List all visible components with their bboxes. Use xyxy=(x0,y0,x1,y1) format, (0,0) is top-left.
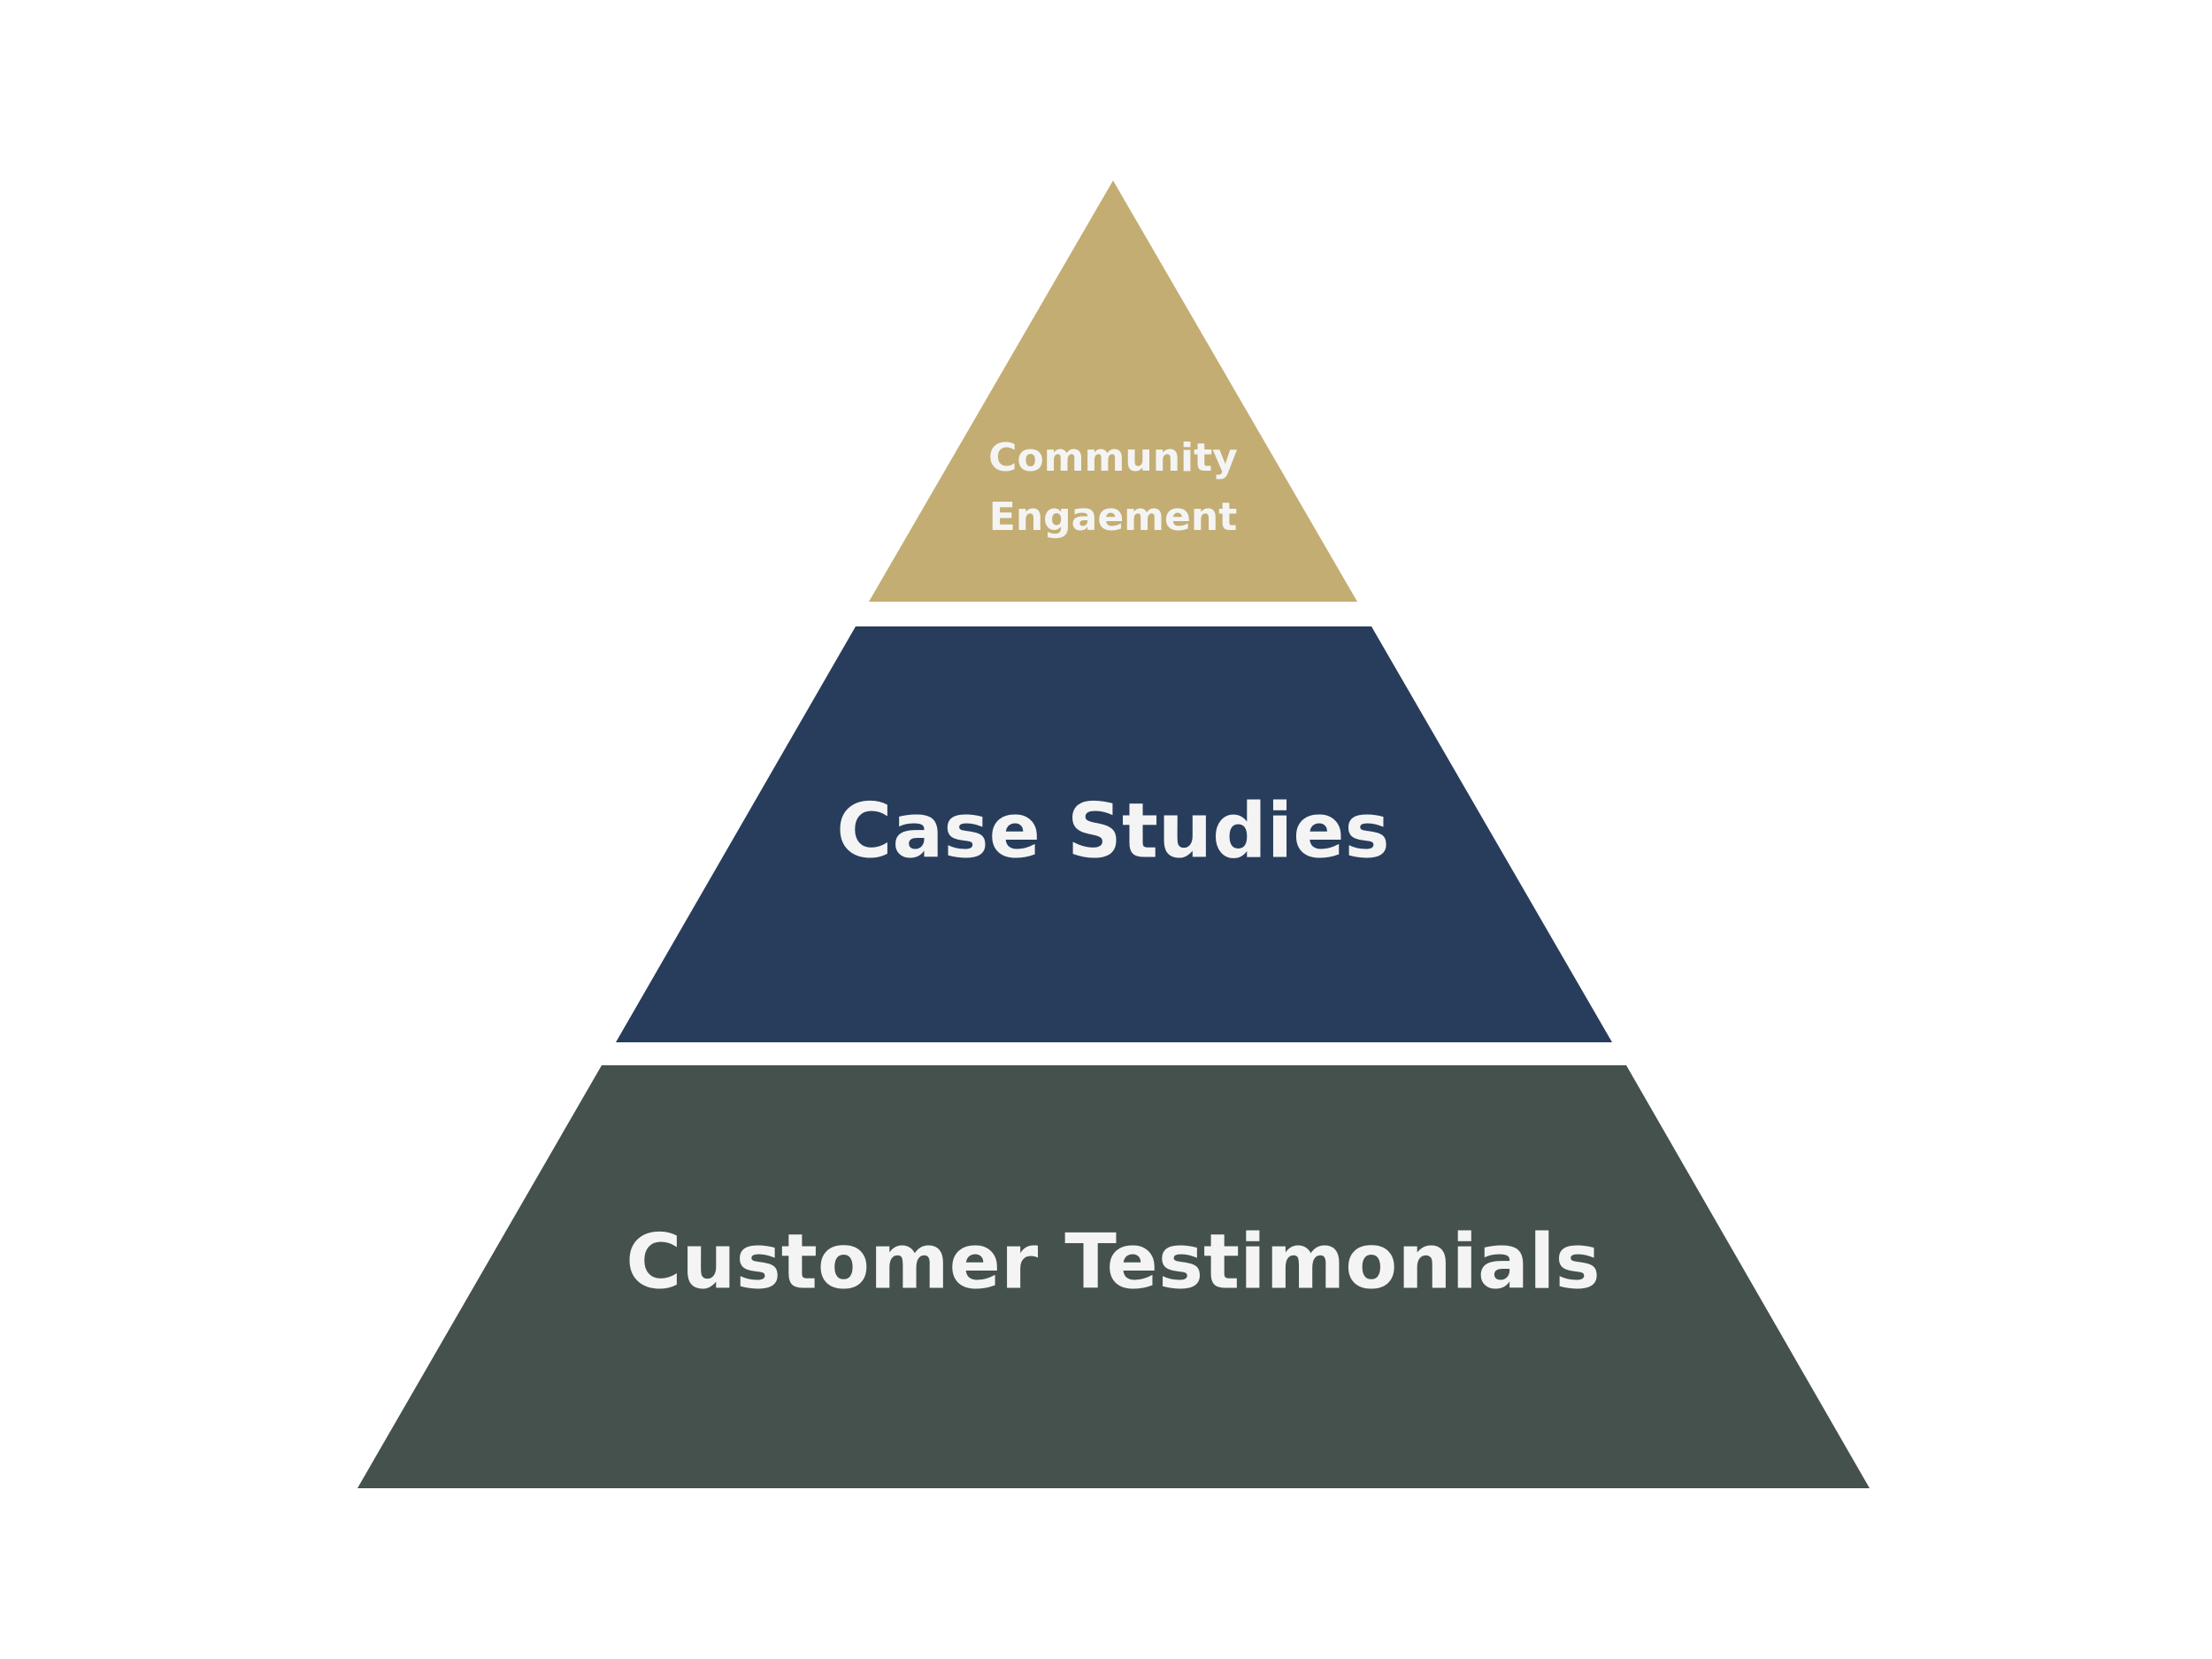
tier-top-label-line-1: Community xyxy=(988,435,1238,480)
tier-top-shape xyxy=(869,180,1357,602)
tier-bottom-shape xyxy=(357,1065,1870,1488)
tier-middle-label: Case Studies xyxy=(836,787,1389,875)
tier-bottom: Customer Testimonials xyxy=(357,1065,1870,1488)
tier-top-label-line-2: Engaement xyxy=(989,495,1237,540)
tier-middle: Case Studies xyxy=(616,626,1612,1042)
tier-top: Community Engaement xyxy=(869,180,1357,602)
tier-bottom-label: Customer Testimonials xyxy=(626,1217,1600,1306)
tier-middle-shape xyxy=(616,626,1612,1042)
